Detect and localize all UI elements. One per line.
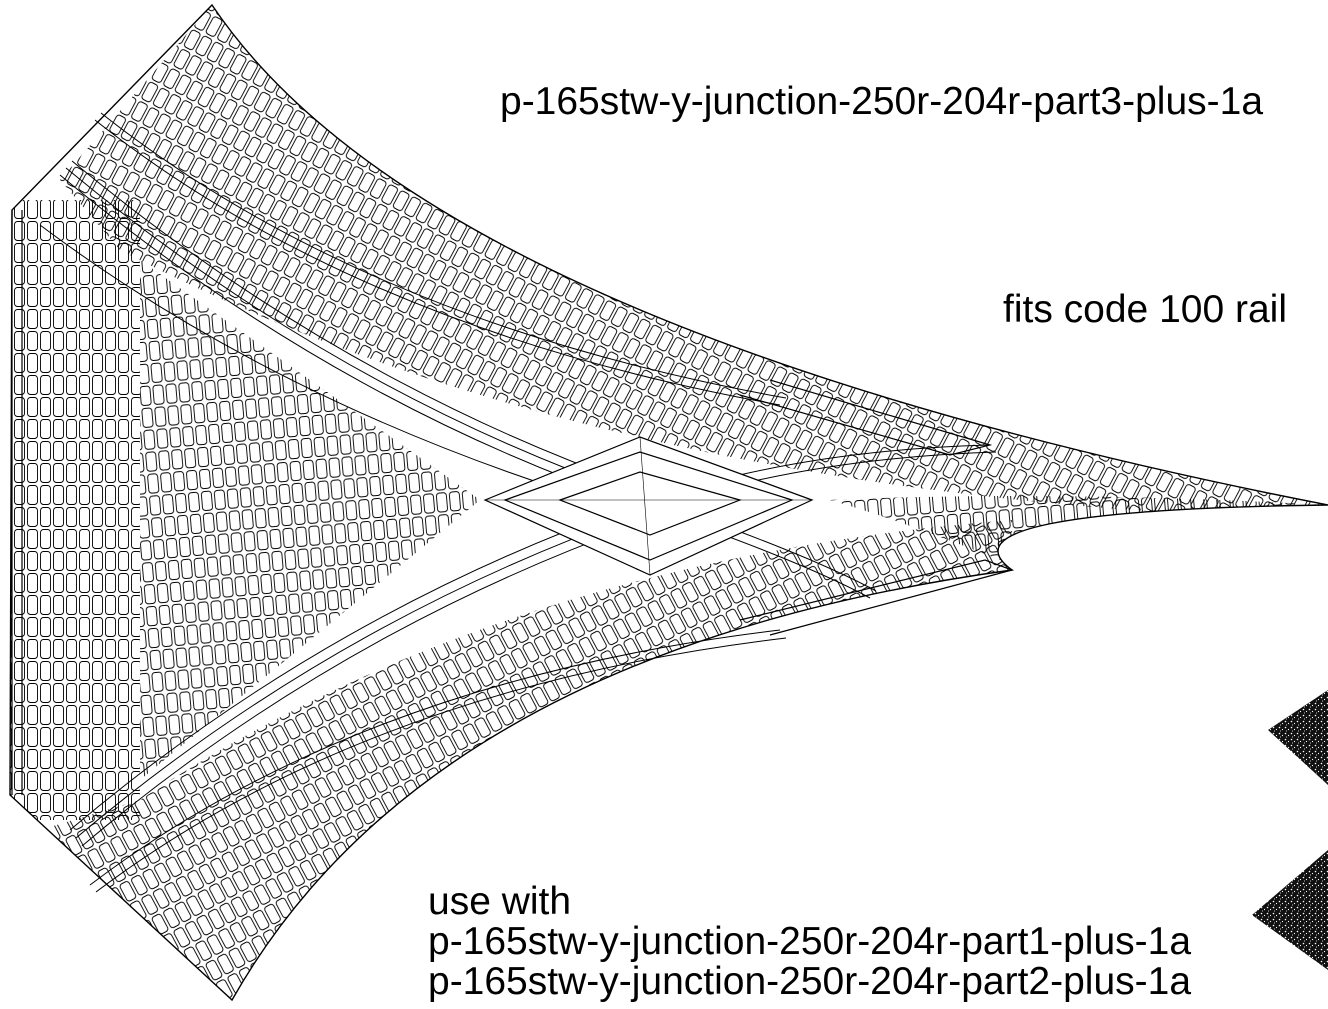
template-title: p-165stw-y-junction-250r-204r-part3-plus… (500, 80, 1264, 123)
usage-heading: use with (428, 880, 572, 923)
sett-field-center (140, 260, 480, 780)
crossing-diamond (483, 436, 814, 576)
usage-note: use with p-165stw-y-junction-250r-204r-p… (428, 882, 1191, 1002)
rail-fit-note: fits code 100 rail (1003, 288, 1287, 331)
alignment-marker-lower (1252, 850, 1328, 970)
alignment-marker-upper (1268, 690, 1328, 785)
edge-bands (11, 210, 1014, 795)
sett-field-left (10, 200, 140, 820)
companion-part-2: p-165stw-y-junction-250r-204r-part2-plus… (428, 960, 1192, 1003)
sett-field-upper (60, 5, 1328, 520)
sett-field-lower (40, 520, 1012, 1000)
companion-part-1: p-165stw-y-junction-250r-204r-part1-plus… (428, 920, 1192, 963)
